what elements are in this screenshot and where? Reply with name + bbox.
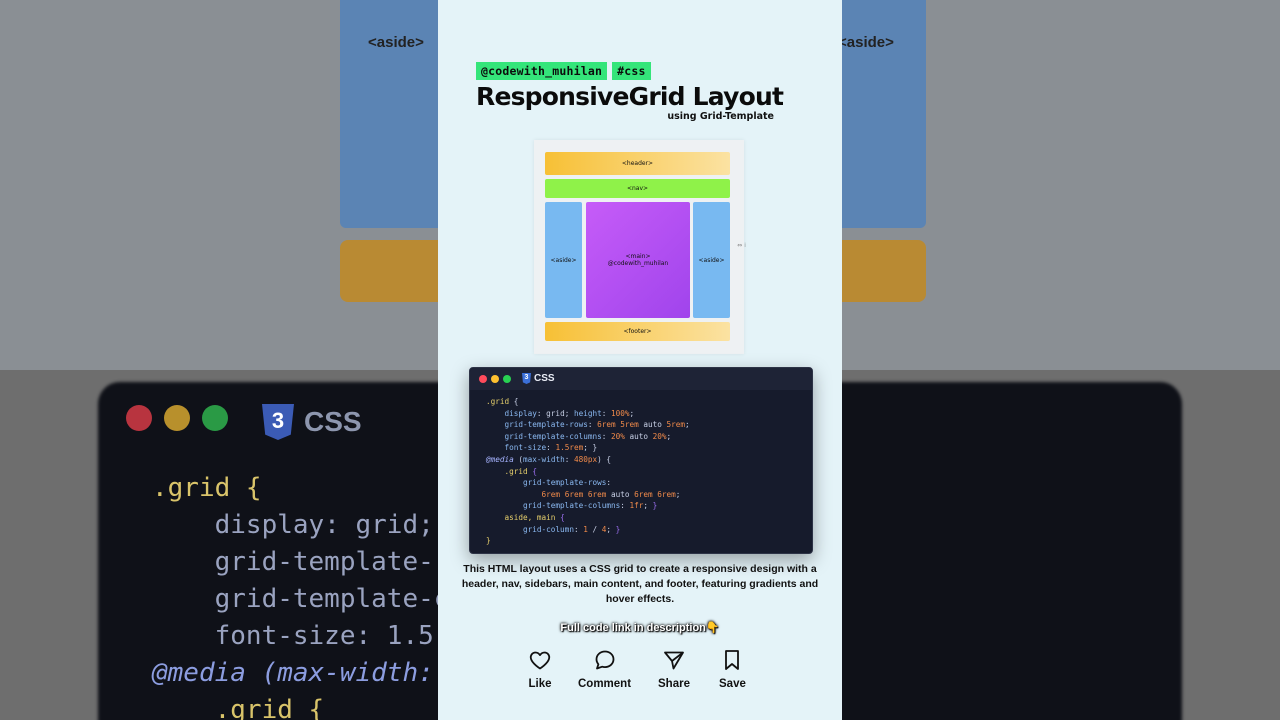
like-label: Like [528, 678, 552, 690]
preview-nav-block: <nav> [545, 179, 730, 198]
minimize-dot-icon [491, 375, 499, 383]
send-icon [664, 651, 684, 670]
resize-handle-icon[interactable]: ⇔ ⁞ [737, 242, 746, 249]
link-note: Full code link in description👇 [560, 622, 720, 634]
comment-bubble-icon [595, 650, 614, 670]
preview-header-block: <header> [545, 152, 730, 175]
action-bar: Like Comment Share Save [438, 648, 842, 698]
post-title: ResponsiveGrid Layout [476, 82, 784, 111]
background-red-dot [126, 405, 152, 431]
preview-main-block: <main> @codewith_muhilan [586, 202, 690, 318]
background-green-dot [202, 405, 228, 431]
hashtag-css[interactable]: #css [612, 62, 651, 80]
post-description: This HTML layout uses a CSS grid to crea… [461, 563, 819, 605]
background-code-line: .grid { [152, 695, 325, 720]
background-aside-left-label: <aside> [368, 34, 424, 51]
background-code-line: font-size: 1.5r [152, 621, 450, 651]
preview-aside-left-block: <aside> [545, 202, 582, 318]
background-code-line: display: grid; [152, 510, 434, 540]
background-code-lines: .grid { display: grid; grid-template-r g… [152, 470, 449, 720]
save-button[interactable]: Save [719, 648, 746, 690]
code-language-label: 3 CSS [522, 373, 555, 384]
save-label: Save [719, 678, 746, 690]
background-css-text: CSS [304, 406, 362, 437]
close-dot-icon [479, 375, 487, 383]
preview-footer-block: <footer> [545, 322, 730, 341]
background-aside-right-label: <aside> [838, 34, 894, 51]
share-label: Share [658, 678, 690, 690]
background-code-line: grid-template-r [152, 547, 450, 577]
preview-aside-right-block: <aside> [693, 202, 730, 318]
comment-label: Comment [578, 678, 632, 690]
code-window-titlebar: 3 CSS [470, 368, 812, 390]
heart-icon [529, 651, 551, 670]
code-block: .grid { display: grid; height: 100%; gri… [486, 397, 690, 546]
css3-shield-icon: 3 [262, 404, 294, 440]
like-button[interactable]: Like [528, 648, 552, 690]
tag-list: @codewith_muhilan #css [476, 62, 651, 80]
code-window: 3 CSS .grid { display: grid; height: 100… [469, 367, 813, 554]
background-css-label: 3 CSS [262, 404, 362, 440]
preview-main-label: <main> [625, 253, 651, 260]
background-code-line: @media (max-width: [152, 658, 434, 688]
background-code-line: .grid { [152, 473, 262, 503]
share-button[interactable]: Share [658, 648, 690, 690]
post-panel: @codewith_muhilan #css ResponsiveGrid La… [438, 0, 842, 720]
post-subtitle: using Grid-Template [667, 111, 774, 122]
comment-button[interactable]: Comment [578, 648, 631, 690]
css3-shield-icon: 3 [522, 373, 531, 384]
layout-preview: <header> <nav> <aside> <main> @codewith_… [534, 140, 746, 354]
author-tag[interactable]: @codewith_muhilan [476, 62, 608, 80]
maximize-dot-icon [503, 375, 511, 383]
background-yellow-dot [164, 405, 190, 431]
background-code-line: grid-template-c [152, 584, 450, 614]
code-language-text: CSS [534, 373, 555, 384]
bookmark-icon [725, 650, 740, 670]
background-window-dots [126, 405, 228, 431]
preview-main-handle: @codewith_muhilan [607, 260, 669, 267]
